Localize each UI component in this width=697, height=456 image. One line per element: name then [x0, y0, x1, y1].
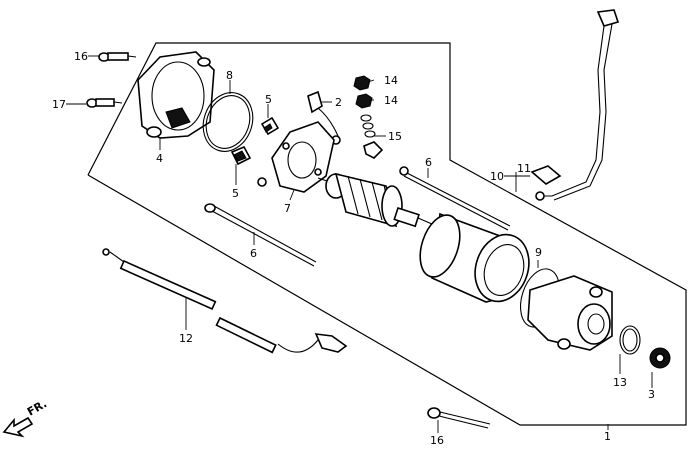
nut-14-lower — [355, 93, 373, 109]
nut-14-upper — [353, 75, 371, 91]
front-housing — [527, 275, 613, 351]
o-ring-13 — [619, 325, 641, 355]
callout-3: 3 — [648, 388, 655, 401]
assembly-frame — [87, 42, 687, 426]
callout-17: 16 — [430, 434, 444, 447]
armature — [317, 172, 433, 228]
callout-9: 9 — [535, 246, 542, 259]
brush-5-lower — [230, 145, 252, 166]
callout-14-lower: 14 — [384, 94, 398, 107]
front-direction-arrow-icon — [2, 416, 34, 438]
callout-14-upper: 14 — [384, 74, 398, 87]
gear-3 — [649, 347, 671, 369]
callout-11: 11 — [517, 162, 531, 175]
callout-6-upper: 6 — [425, 156, 432, 169]
starter-cable-12 — [102, 248, 348, 354]
bolt-17 — [427, 407, 491, 429]
through-bolt-6-lower — [204, 203, 317, 267]
callout-15: 15 — [388, 130, 402, 143]
callout-13: 13 — [613, 376, 627, 389]
terminal-2 — [307, 90, 341, 145]
callout-10: 10 — [490, 170, 504, 183]
ground-cable-10 — [535, 9, 620, 201]
rear-cover-4 — [137, 51, 215, 139]
callout-5-upper: 5 — [265, 93, 272, 106]
callout-6-lower: 6 — [250, 247, 257, 260]
o-ring-8 — [202, 92, 254, 152]
through-bolt-6-upper — [399, 166, 511, 231]
callout-labels: 16 17 4 8 5 5 2 7 14 14 15 6 6 9 10 11 1… — [52, 50, 655, 447]
callout-5-lower: 5 — [232, 187, 239, 200]
brush-5-upper — [260, 116, 280, 136]
terminal-11 — [530, 165, 562, 185]
callout-2: 2 — [335, 96, 342, 109]
callout-12: 12 — [179, 332, 193, 345]
brush-holder-7 — [257, 121, 335, 193]
yoke-housing — [419, 212, 530, 303]
washer-stack-15 — [360, 114, 384, 159]
callout-7: 7 — [284, 202, 291, 215]
callout-1: 1 — [604, 430, 611, 443]
callout-16-upper: 16 — [74, 50, 88, 63]
bolt-16-lower — [86, 98, 123, 108]
bolt-16-upper — [98, 52, 137, 62]
callout-4: 4 — [156, 152, 163, 165]
direction-label: FR. — [25, 397, 49, 418]
callout-8: 8 — [226, 69, 233, 82]
leader-lines — [66, 55, 653, 433]
callout-16-lower: 17 — [52, 98, 66, 111]
